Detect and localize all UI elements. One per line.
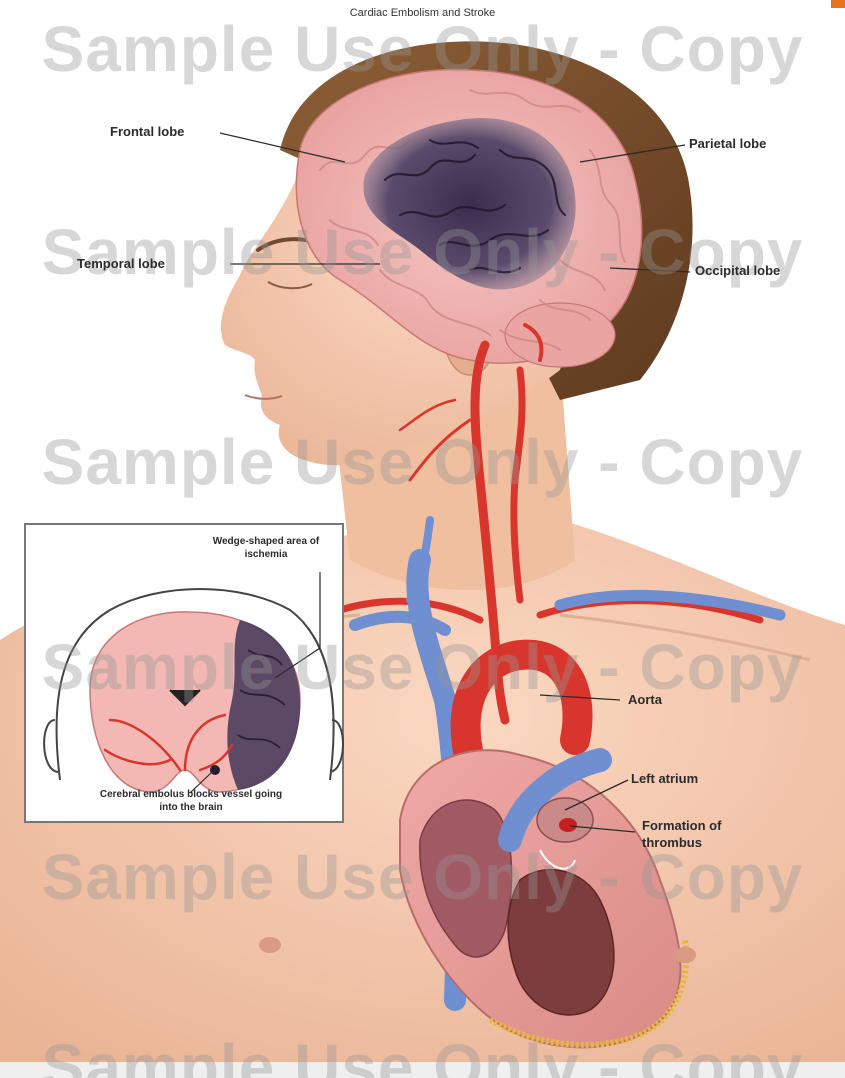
figure-title: Cardiac Embolism and Stroke <box>0 7 845 19</box>
inset-embolus <box>210 765 220 775</box>
inset-panel <box>25 524 343 822</box>
thrombus <box>559 818 577 832</box>
label-left-atrium: Left atrium <box>631 771 698 786</box>
label-parietal-lobe: Parietal lobe <box>689 136 766 151</box>
label-aorta: Aorta <box>628 692 662 707</box>
label-cerebral-embolus: Cerebral embolus blocks vessel going int… <box>96 788 286 814</box>
label-wedge-ischemia: Wedge-shaped area of ischemia <box>212 535 320 561</box>
label-occipital-lobe: Occipital lobe <box>695 263 780 278</box>
label-frontal-lobe: Frontal lobe <box>110 124 184 139</box>
cerebellum <box>505 303 615 367</box>
label-thrombus: Formation of thrombus <box>642 817 752 851</box>
label-temporal-lobe: Temporal lobe <box>77 256 165 271</box>
